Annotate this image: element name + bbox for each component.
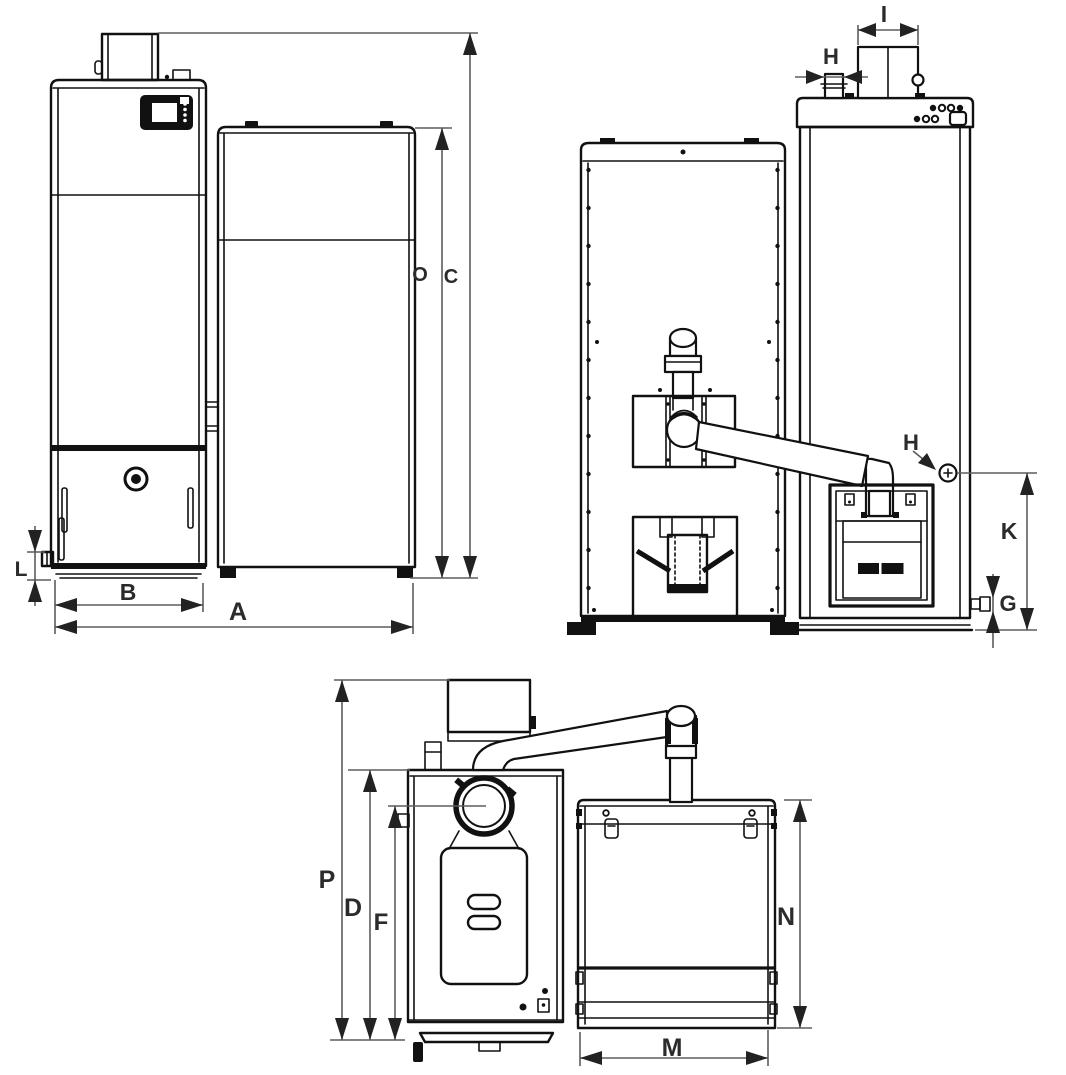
dim-label-D: D [344,894,362,922]
hopper-rear-foot-right [770,622,799,635]
hopper-outlet-plate [631,515,739,620]
boiler-rear-door-panel [439,846,529,986]
flue-duct-side [446,678,532,734]
burner-slot-right [881,563,904,574]
drain-fitting [970,598,981,610]
display-screen [152,103,177,122]
boiler-front-base [51,563,206,569]
boiler-skid [418,1031,555,1044]
duct-knob [94,60,103,75]
dim-label-K: K [1001,518,1018,544]
dim-label-M: M [662,1034,683,1062]
door-vent-slot-lower [466,914,502,931]
dim-label-N: N [777,903,795,931]
switch-button [537,998,550,1013]
dim-label-B: B [120,579,137,605]
vent-pipe-side [424,741,442,771]
side-view: P D F N M [319,678,812,1066]
dim-label-P: P [319,866,336,894]
display-buttons [183,102,187,123]
hopper-side-body [576,798,777,1030]
hopper-latch-right [743,818,758,839]
connection-symbols [913,103,968,127]
flue-duct-front [100,32,160,82]
auger-drop-tube-side [668,755,694,804]
boiler-front-divider [51,445,206,451]
side-dimensions: P D F N M [319,679,812,1066]
door-slot-left-lower [58,517,65,561]
dim-label-A: A [229,598,247,626]
connecting-bracket [205,401,219,432]
flue-sensor-boss [911,73,925,87]
feed-tube-rear [694,420,870,488]
hopper-rear-foot-left [567,622,596,635]
display-notch [180,97,189,104]
hopper-rear-body [579,141,787,618]
dim-label-O: O [412,264,428,286]
dim-label-L: L [15,558,28,581]
drain-plug [413,1042,423,1062]
door-vent-slot-upper [466,893,502,911]
pump-symbol [948,110,968,127]
hopper-foot-right [397,567,413,578]
screw-dots [586,167,780,612]
hopper-front-body [216,125,417,569]
door-slot-right [187,487,194,529]
front-view: O C B A L [15,32,478,634]
dim-label-H-top: H [823,44,839,69]
hopper-foot-left [220,567,236,578]
boiler-rear-body [798,125,972,620]
dim-label-C: C [444,266,458,288]
dim-label-G: G [999,591,1016,616]
top-tab [172,69,191,81]
dim-label-I: I [881,1,887,27]
rear-dimensions: I H H K G [795,1,1037,648]
rear-view: I H H K G [567,1,1037,648]
boiler-front-body [49,78,208,568]
hopper-funnel [635,548,735,574]
dim-label-F: F [374,909,389,936]
burner-box [828,483,935,608]
burner-slot-left [858,563,879,574]
boiler-rear-top-band [795,96,975,129]
hopper-latch-left [604,818,619,839]
feed-tube-side [471,709,669,772]
dim-label-H-side: H [903,430,919,455]
safety-pipe-rear [823,72,845,100]
front-dimensions: O C B A L [15,32,478,634]
